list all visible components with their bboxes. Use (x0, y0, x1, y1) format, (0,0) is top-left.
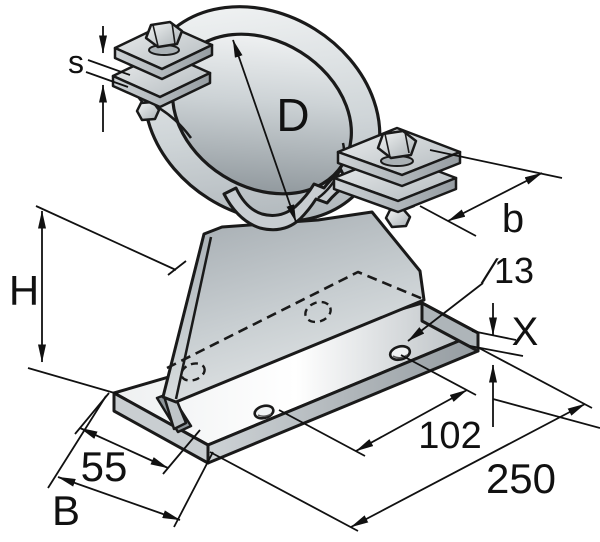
label-b-cap: B (52, 487, 80, 534)
label-102: 102 (418, 415, 481, 457)
gusset-hidden-hole (304, 300, 332, 324)
label-x: X (512, 310, 539, 354)
dim-250 (209, 347, 593, 532)
dim-d-line (232, 39, 297, 223)
gusset-hidden-hole-2 (180, 362, 206, 382)
left-bolt-head-facets (152, 22, 176, 47)
left-ear-upper-plate-side (113, 43, 214, 81)
dim-h (27, 205, 187, 395)
right-bolt-head (376, 129, 418, 160)
left-nut (135, 100, 161, 122)
label-b: b (502, 197, 524, 241)
gusset-hidden-bend-line (166, 270, 424, 370)
left-ear-lower-plate-side (111, 71, 212, 109)
dim-s (85, 26, 131, 132)
left-bolt-head (144, 20, 184, 49)
dimensions (27, 26, 600, 532)
right-ear-upper-plate-side (336, 150, 462, 188)
gusset-fold-edge (174, 236, 213, 400)
dim-b (419, 149, 563, 237)
mounting-hole-left-shade (257, 413, 272, 418)
dimension-labels: s D b H ∕13 X 102 55 250 B (9, 44, 556, 534)
label-s: s (68, 44, 84, 80)
left-ear (111, 20, 214, 122)
base-plate-right-face (420, 301, 480, 353)
label-dia13: ∕13 (480, 250, 534, 291)
right-bolt-head-facets (384, 131, 410, 158)
dim-b-cap (47, 395, 214, 528)
label-55: 55 (81, 443, 128, 490)
label-h: H (9, 267, 39, 314)
label-250: 250 (486, 455, 556, 502)
base-plate-holes (253, 344, 412, 420)
label-d: D (276, 89, 309, 141)
dim-dia13-leader (407, 282, 484, 342)
mounting-hole-right-shade (392, 354, 408, 359)
